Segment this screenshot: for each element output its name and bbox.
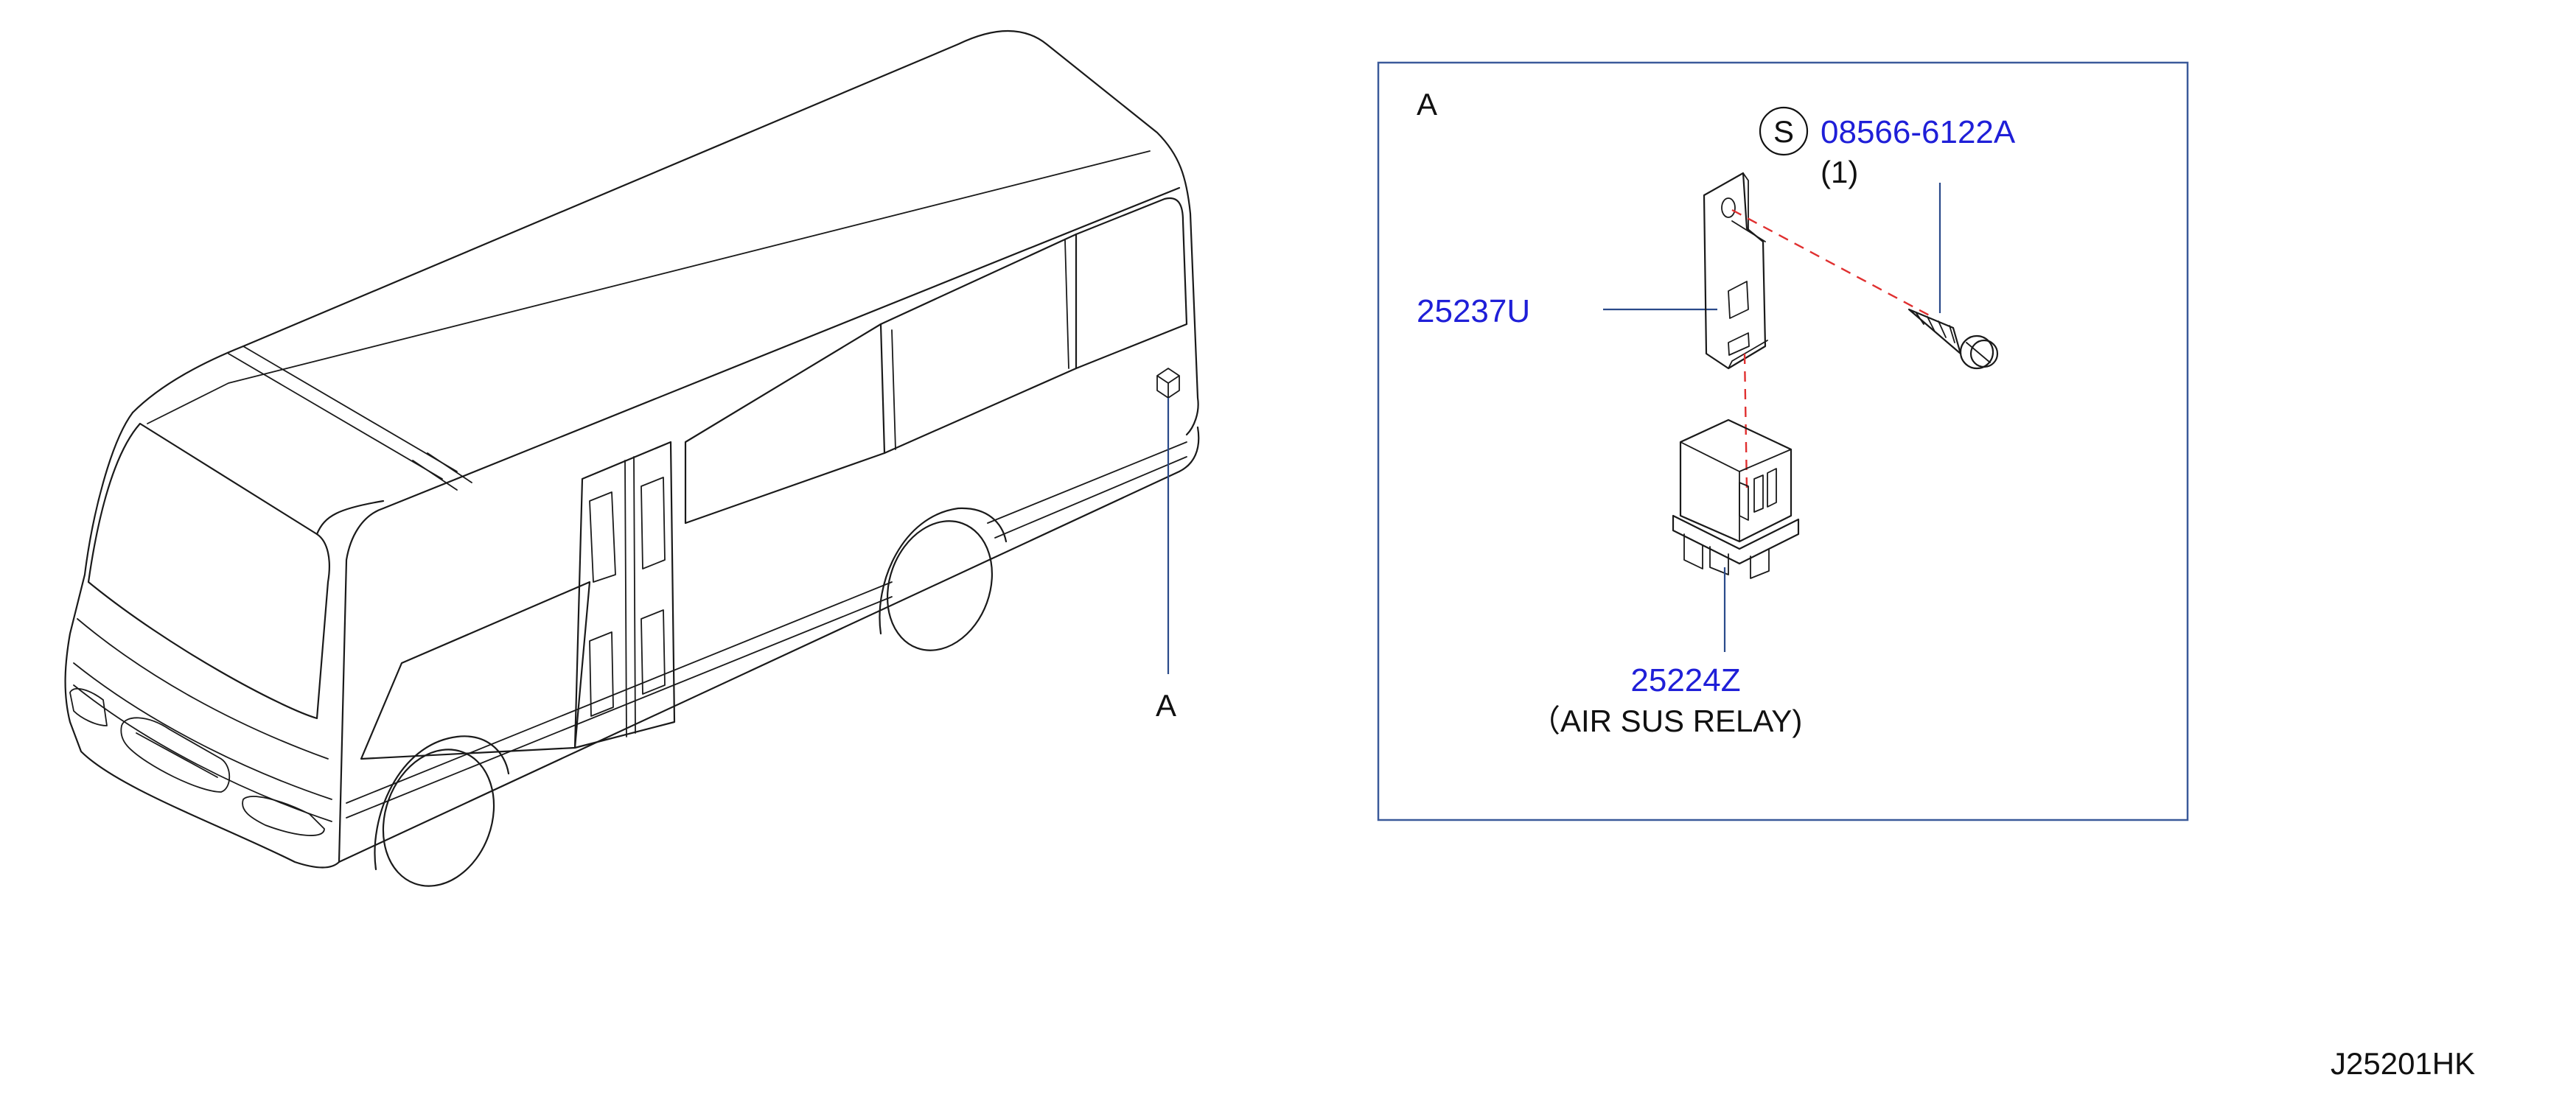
rear-wheel xyxy=(879,507,1008,651)
standard-part-symbol xyxy=(1759,106,1809,156)
detail-box xyxy=(1377,61,2189,821)
screw-connector xyxy=(1731,208,1936,320)
screw-part xyxy=(1907,308,1999,370)
bus-front xyxy=(64,411,341,869)
bus-grille xyxy=(120,717,231,793)
relay-part xyxy=(1672,418,1800,579)
bus-door xyxy=(573,441,676,749)
vehicle-callout-label: A xyxy=(1156,688,1176,723)
relay-connector xyxy=(1743,353,1748,491)
bus-headlight-left xyxy=(69,687,108,726)
standard-part-letter: S xyxy=(1773,114,1794,149)
relay-location-marker xyxy=(1156,368,1180,399)
bus-side-windows xyxy=(684,323,886,525)
relay-part-number[interactable]: 25224Z xyxy=(1630,662,1740,698)
bus-headlight-right xyxy=(242,796,325,836)
front-wheel xyxy=(374,735,510,887)
bracket-part-number[interactable]: 25237U xyxy=(1417,293,1530,329)
bus-roof-inner xyxy=(147,150,1151,424)
bus-windshield xyxy=(87,422,330,720)
bus-side-window-front xyxy=(360,581,591,760)
drawing-code: J25201HK xyxy=(2331,1046,2475,1081)
bus-side-body xyxy=(338,186,1181,863)
screw-part-number[interactable]: 08566-6122A xyxy=(1821,114,2016,150)
bracket-part xyxy=(1703,172,1768,370)
screw-quantity: (1) xyxy=(1821,155,1858,189)
detail-box-label: A xyxy=(1417,87,1437,122)
bus-illustration xyxy=(64,29,1200,887)
bus-roof xyxy=(131,29,1199,436)
relay-description: （AIR SUS RELAY) xyxy=(1529,704,1802,738)
